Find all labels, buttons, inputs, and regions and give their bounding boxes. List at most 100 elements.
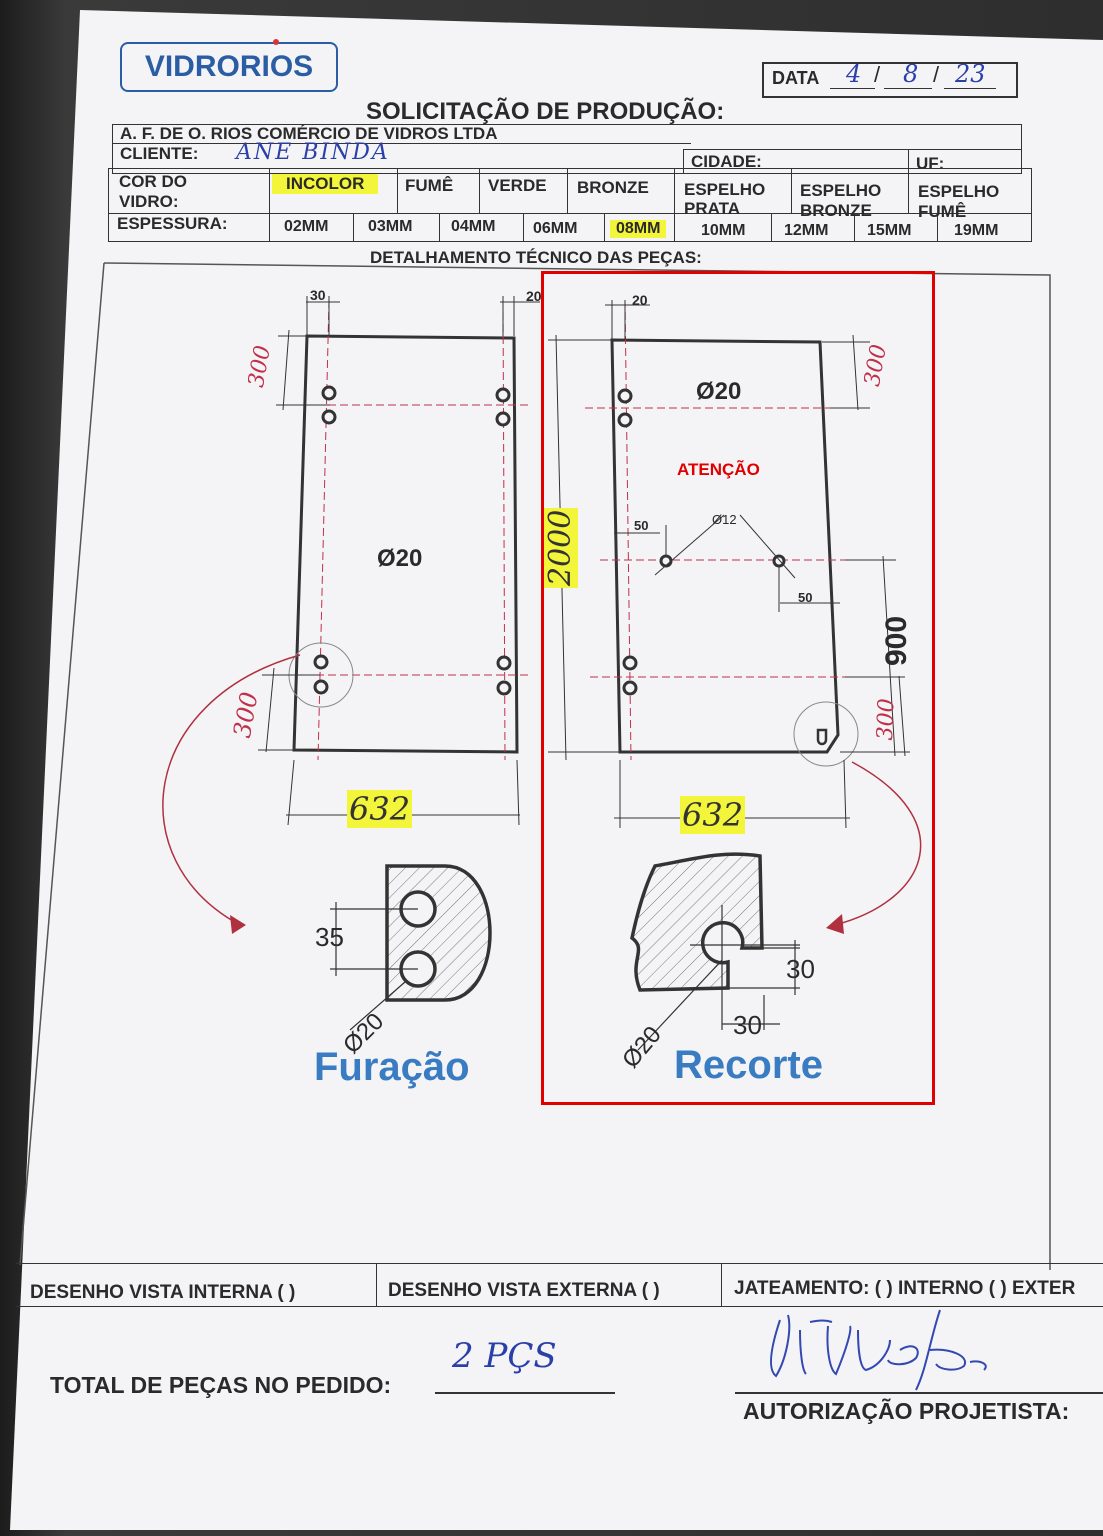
client-value: ANE BINDA (236, 140, 390, 165)
date-sep-1: / (874, 62, 881, 87)
date-day: 4 (846, 60, 862, 88)
color-option-espelho-bronze[interactable]: ESPELHO BRONZE (800, 181, 882, 220)
uf-cell-line (908, 149, 909, 173)
grid-col-line (908, 169, 909, 213)
city-divider (683, 149, 1021, 150)
color-option-bronze[interactable]: BRONZE (577, 178, 649, 197)
hole (617, 412, 633, 428)
left-width-632: 632 (347, 790, 413, 828)
date-label: DATA (772, 68, 820, 88)
thickness-option-06[interactable]: 06MM (533, 220, 578, 237)
detail-dim-30-h: 30 (733, 1010, 762, 1040)
recorte-callout-circle (793, 701, 859, 767)
grid-col-line (854, 213, 855, 241)
hole (622, 680, 638, 696)
logo-dot-icon (273, 39, 279, 45)
recorte-arrowhead (826, 914, 844, 934)
right-glass-piece (610, 338, 840, 754)
grid-col-line (771, 213, 772, 241)
company-name: A. F. DE O. RIOS COMÉRCIO DE VIDROS LTDA (120, 124, 498, 143)
date-month-line (884, 88, 932, 89)
detail-dim-35: 35 (315, 922, 344, 952)
attention-highlight-box (541, 271, 935, 1105)
view-options-row (16, 1263, 1103, 1307)
authorization-line (735, 1392, 1103, 1394)
thickness-option-15[interactable]: 15MM (867, 222, 912, 239)
grid-col-line (269, 169, 270, 241)
furacao-arrowhead (230, 915, 246, 934)
grid-col-line (523, 213, 524, 241)
signature-image (770, 1309, 987, 1391)
grid-col-line (397, 169, 398, 213)
left-hole-label: Ø20 (377, 545, 423, 572)
date-year-line (944, 88, 996, 89)
thickness-option-08[interactable]: 08MM (610, 220, 667, 238)
left-centerline-v (317, 299, 330, 761)
furacao-arrow (162, 654, 301, 926)
thickness-label: ESPESSURA: (117, 214, 228, 233)
grid-col-line (439, 213, 440, 241)
dim-left-30: 30 (310, 287, 326, 303)
color-option-incolor[interactable]: INCOLOR (272, 174, 379, 194)
date-day-line (830, 88, 875, 89)
footer-col-line (721, 1264, 722, 1306)
sandblast-option[interactable]: JATEAMENTO: ( ) INTERNO ( ) EXTER (734, 1278, 1076, 1299)
total-pieces-line (435, 1392, 615, 1394)
date-month: 8 (903, 60, 919, 88)
color-option-verde[interactable]: VERDE (488, 176, 547, 195)
attention-label: ATENÇÃO (677, 460, 760, 479)
left-glass-piece (292, 334, 519, 754)
furacao-title: Furação (314, 1045, 470, 1089)
hole (321, 409, 337, 425)
recorte-notch (816, 728, 828, 746)
color-option-espelho-fume[interactable]: ESPELHO FUMÊ (918, 182, 1000, 221)
authorization-label: AUTORIZAÇÃO PROJETISTA: (743, 1398, 1070, 1424)
company-logo: VIDRORIOS (120, 39, 338, 92)
client-box-divider (113, 143, 691, 144)
external-view-option[interactable]: DESENHO VISTA EXTERNA ( ) (388, 1280, 660, 1301)
thickness-option-19[interactable]: 19MM (954, 222, 999, 239)
internal-view-option[interactable]: DESENHO VISTA INTERNA ( ) (30, 1282, 296, 1303)
furacao-detail-shape (385, 864, 492, 1002)
logo-text: VIDRORIOS (144, 50, 314, 83)
hole (496, 680, 512, 696)
detail-dim-30-v: 30 (786, 954, 815, 984)
thickness-option-04[interactable]: 04MM (451, 218, 496, 235)
date-box (762, 62, 1018, 98)
dim-left-20: 20 (526, 288, 542, 304)
hole (495, 411, 511, 427)
hole (617, 388, 633, 404)
drawing-frame-right (103, 262, 1051, 1270)
thickness-option-02[interactable]: 02MM (284, 218, 329, 235)
hole (313, 654, 329, 670)
thickness-option-03[interactable]: 03MM (368, 218, 413, 235)
grid-col-line (567, 169, 568, 213)
drawing-frame-left (19, 262, 105, 1266)
form-title: SOLICITAÇÃO DE PRODUÇÃO: (366, 98, 725, 125)
color-label-2: VIDRO: (119, 192, 179, 211)
hole (321, 385, 337, 401)
glass-spec-grid (108, 168, 1032, 242)
color-option-espelho-prata[interactable]: ESPELHO PRATA (684, 180, 766, 218)
section-title: DETALHAMENTO TÉCNICO DAS PEÇAS: (370, 248, 702, 267)
thickness-option-12[interactable]: 12MM (784, 222, 829, 239)
recorte-detail-shape (630, 852, 764, 992)
dim-right-20: 20 (632, 292, 648, 308)
city-cell-line (683, 149, 684, 173)
total-pieces-label: TOTAL DE PEÇAS NO PEDIDO: (50, 1372, 392, 1398)
recorte-arrow (834, 761, 922, 926)
grid-col-line (353, 213, 354, 241)
hole (313, 679, 329, 695)
right-width-632: 632 (680, 796, 746, 834)
grid-col-line (604, 213, 605, 241)
hole (495, 387, 511, 403)
total-pieces-value: 2 PÇS (452, 1336, 557, 1376)
color-option-fume[interactable]: FUMÊ (405, 176, 454, 195)
grid-col-line (479, 169, 480, 213)
spec-grid-divider (109, 213, 1031, 214)
grid-col-line (674, 169, 675, 241)
thickness-option-10[interactable]: 10MM (701, 222, 746, 239)
date-year: 23 (955, 60, 986, 88)
